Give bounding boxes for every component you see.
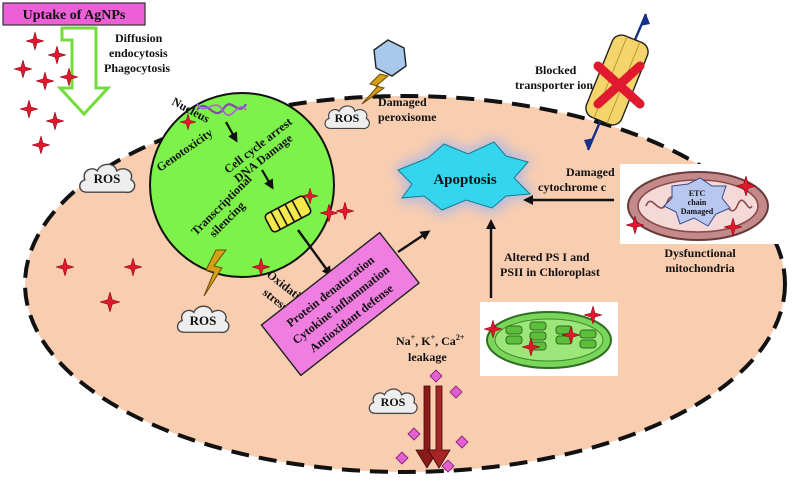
agnp-star xyxy=(32,136,50,154)
agnp-star xyxy=(48,46,66,64)
ion-k-charge: + xyxy=(431,333,436,342)
damaged-peroxisome-label-1: Damaged xyxy=(378,95,427,109)
nucleus xyxy=(149,92,335,278)
uptake-label-box xyxy=(2,2,146,26)
ros-label: ROS xyxy=(335,111,360,125)
damaged-peroxisome-label-2: peroxisome xyxy=(378,110,437,124)
mitochondria-label: mitochondria xyxy=(665,261,734,275)
uptake-arrow xyxy=(56,26,112,117)
ion-na-charge: + xyxy=(411,333,416,342)
damaged-cytochrome-label-2: cytochrome c xyxy=(538,180,607,194)
altered-ps-label-2: PSII in Chloroplast xyxy=(500,265,600,279)
route-phagocytosis: Phagocytosis xyxy=(104,61,170,75)
thylakoid-grana xyxy=(505,321,597,351)
agnp-star xyxy=(46,112,64,130)
arrow-dna-to-genotoxicity xyxy=(225,121,238,143)
lightning-bolt-icon xyxy=(203,249,227,297)
transporter-ion-label: transporter ion xyxy=(515,78,593,92)
damaged-cytochrome-label-1: Damaged xyxy=(566,165,615,179)
dna-strand-2 xyxy=(196,103,247,116)
etc-damaged-label: Damaged xyxy=(681,207,714,216)
arrow-to-silencing xyxy=(261,169,274,190)
ros-label: ROS xyxy=(190,313,217,328)
blocked-label: Blocked xyxy=(535,63,577,77)
ion-leakage-label: Na+, K+, Ca2+ xyxy=(396,333,465,348)
chromatin-coil xyxy=(264,195,312,233)
peroxisome-hexagon xyxy=(373,39,407,77)
ion-ca-charge: 2+ xyxy=(456,333,465,342)
lightning-bolt-icon xyxy=(361,73,390,105)
etc-label: ETC xyxy=(689,189,706,198)
apoptosis-label: Apoptosis xyxy=(433,172,497,188)
blocked-transporter xyxy=(584,13,650,151)
arrow-stress-to-apoptosis xyxy=(397,230,431,253)
dysfunctional-label: Dysfunctional xyxy=(664,246,736,260)
ros-label: ROS xyxy=(94,171,121,186)
altered-ps-label-1: Altered PS I and xyxy=(504,250,590,264)
agnp-star xyxy=(20,100,38,118)
chain-label: chain xyxy=(688,198,707,207)
ion-leakage-arrows xyxy=(415,385,451,469)
ion-na: Na xyxy=(396,334,411,348)
apoptosis-burst xyxy=(397,141,532,211)
ion-k: , K xyxy=(415,334,431,348)
ros-label: ROS xyxy=(381,395,406,409)
agnp-star xyxy=(26,32,44,50)
agnp-star xyxy=(14,60,32,78)
leakage-label: leakage xyxy=(408,350,447,364)
etc-damage-burst xyxy=(663,177,731,227)
agnp-star xyxy=(36,72,54,90)
route-diffusion: Diffusion xyxy=(115,31,163,45)
uptake-label: Uptake of AgNPs xyxy=(23,8,126,23)
ion-ca: , Ca xyxy=(435,334,456,348)
arrow-oxidative-stress xyxy=(297,229,332,277)
route-endocytosis: endocytosis xyxy=(109,46,168,60)
